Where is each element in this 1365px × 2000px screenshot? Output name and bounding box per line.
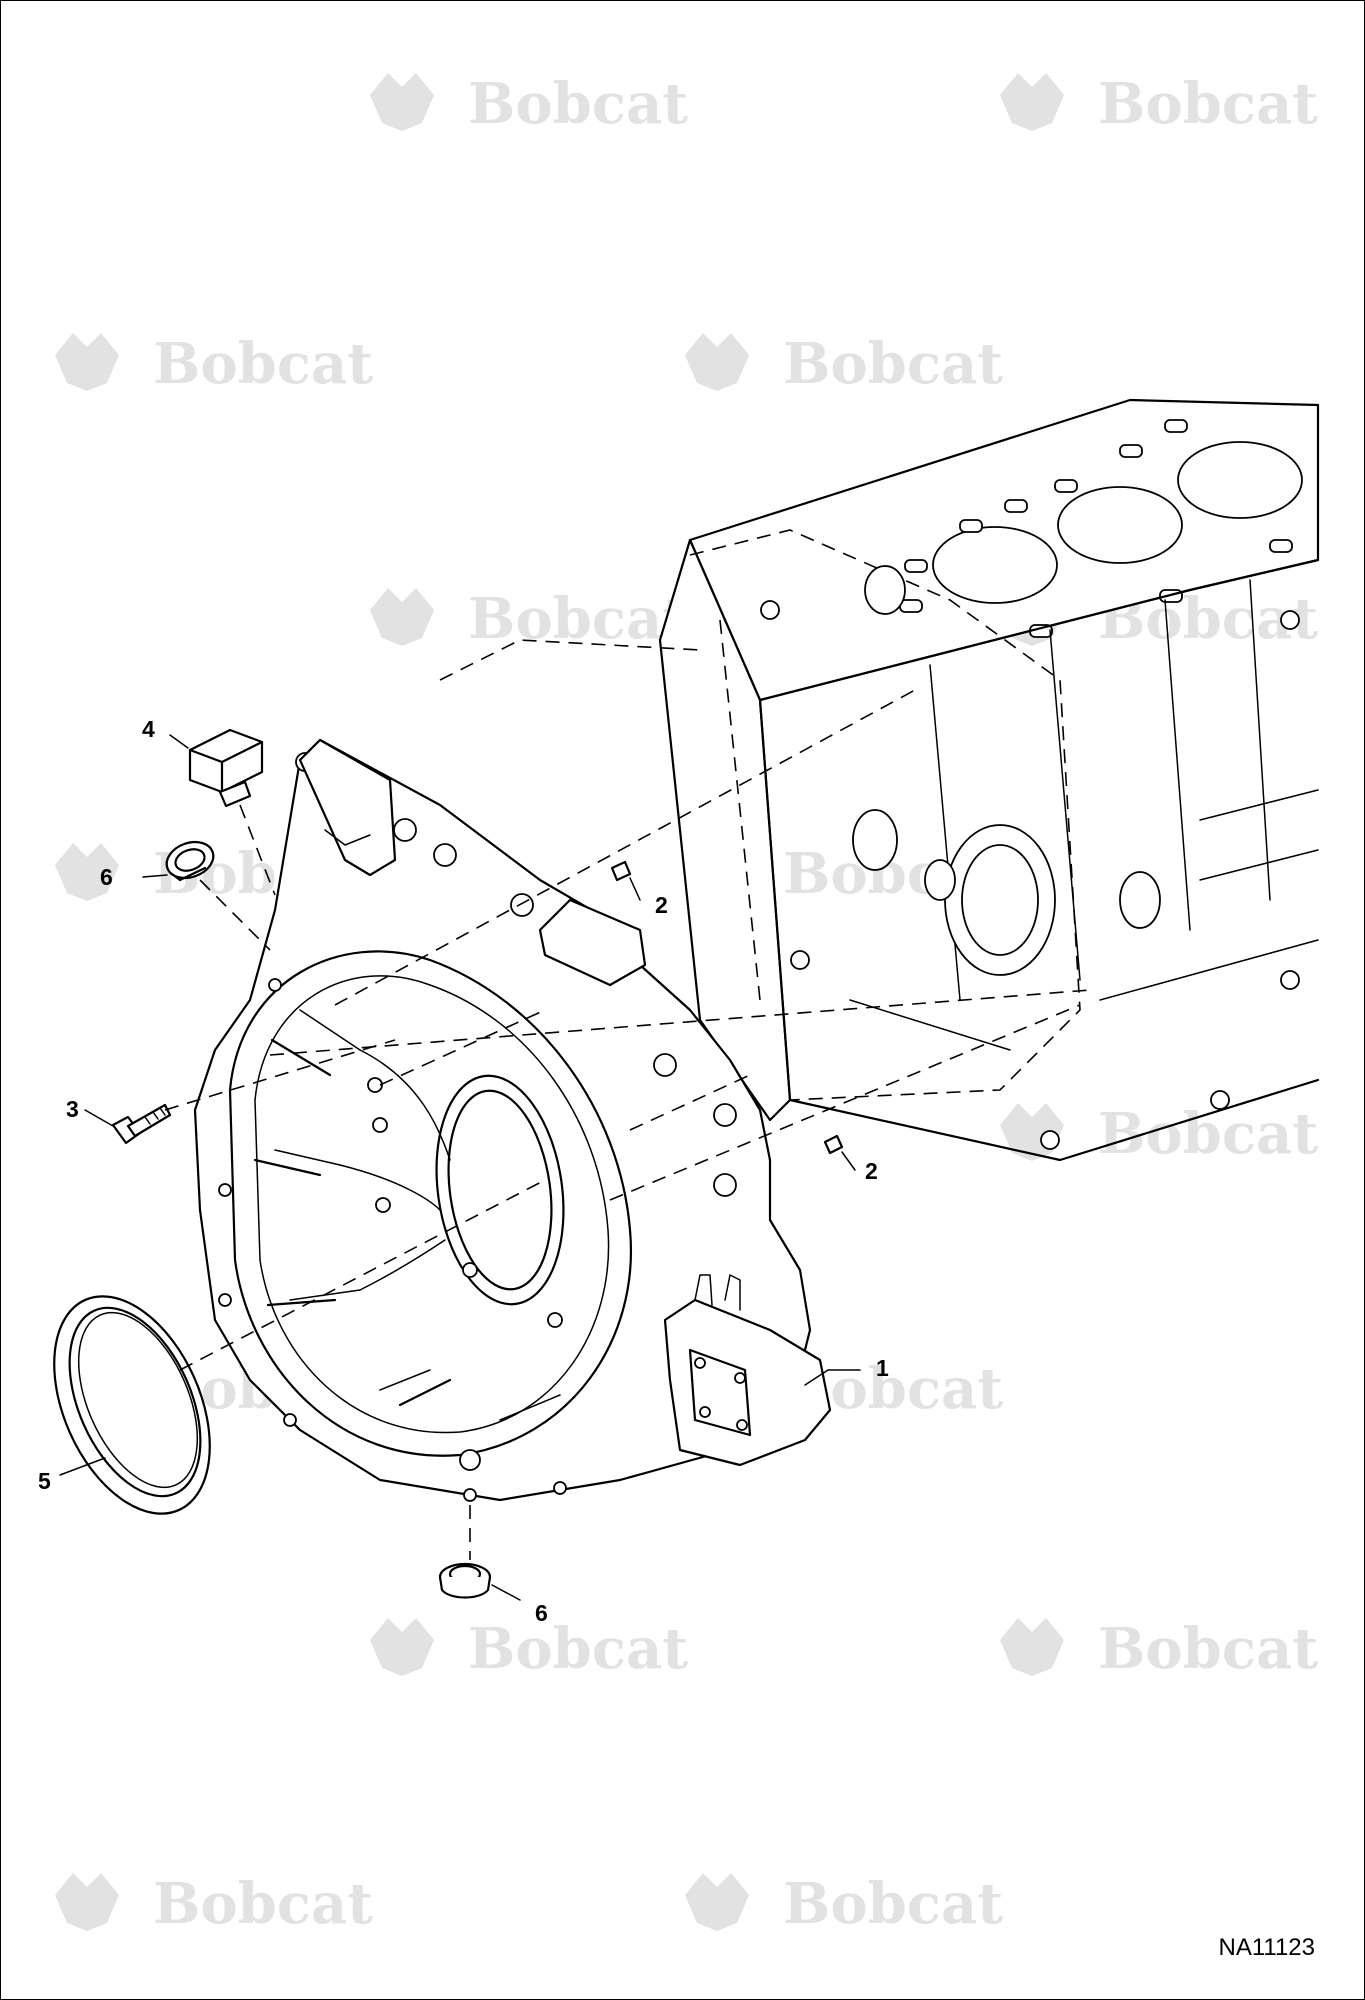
callout-6a: 6 bbox=[100, 864, 113, 890]
callout-3: 3 bbox=[66, 1096, 79, 1122]
watermark-logo: Bobcat bbox=[370, 1616, 688, 1682]
callout-6b: 6 bbox=[535, 1600, 548, 1626]
watermark-text: Bobcat bbox=[783, 331, 1003, 397]
part-bolt bbox=[111, 1103, 172, 1145]
watermark-text: Bobcat bbox=[468, 1616, 688, 1682]
watermark-text: Bobcat bbox=[783, 1871, 1003, 1937]
watermark-text: Bobcat bbox=[1098, 1101, 1318, 1167]
watermark-logo: Bobcat bbox=[370, 71, 688, 137]
alignment-lines bbox=[164, 639, 1091, 1560]
callout-4: 4 bbox=[142, 716, 155, 742]
callout-1: 1 bbox=[876, 1355, 889, 1381]
part-plug-seal-lower bbox=[438, 1562, 492, 1599]
part-dowel-pin bbox=[823, 1134, 844, 1155]
watermark-text: Bobcat bbox=[153, 1871, 373, 1937]
watermark-text: Bobcat bbox=[468, 586, 688, 652]
watermark-logo: Bobcat bbox=[1000, 1616, 1318, 1682]
engine-block bbox=[658, 398, 1320, 1162]
callout-2a: 2 bbox=[655, 892, 668, 918]
watermark-logo: Bobcat bbox=[685, 331, 1003, 397]
watermark-logo: Bobcat bbox=[55, 1871, 373, 1937]
watermark-text: Bobcat bbox=[1098, 71, 1318, 137]
part-rear-seal bbox=[53, 1295, 211, 1515]
part-dowel-pin bbox=[610, 860, 632, 882]
part-plug bbox=[188, 728, 264, 808]
part-plug-seal-upper bbox=[165, 840, 215, 882]
watermark-text: Bobcat bbox=[468, 71, 688, 137]
watermark-text: Bobcat bbox=[153, 331, 373, 397]
callout-2b: 2 bbox=[865, 1158, 878, 1184]
watermark-layer: Bobcat Bobcat Bobcat Bobcat Bobcat Bobca… bbox=[55, 71, 1318, 1937]
callout-5: 5 bbox=[38, 1468, 51, 1494]
watermark-logo: Bobcat bbox=[1000, 71, 1318, 137]
leader-lines bbox=[59, 734, 861, 1601]
watermark-logo: Bobcat bbox=[370, 586, 688, 652]
flywheel-housing bbox=[193, 738, 832, 1502]
watermark-logo: Bobcat bbox=[685, 1871, 1003, 1937]
watermark-text: Bobcat bbox=[1098, 1616, 1318, 1682]
drawing-id: NA11123 bbox=[1218, 1934, 1315, 1961]
watermark-logo: Bobcat bbox=[55, 331, 373, 397]
